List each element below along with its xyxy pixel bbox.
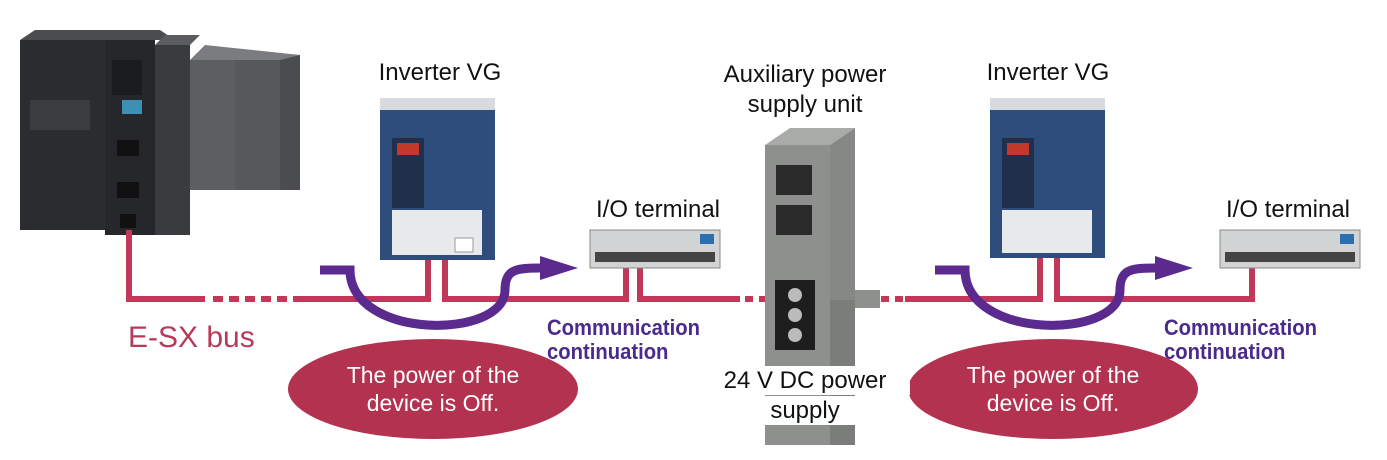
io-terminal-left [589, 229, 721, 269]
io-terminal-left-label: I/O terminal [595, 196, 721, 223]
power-off-right-line2: device is Off. [986, 390, 1120, 416]
aux-power-label-line1: Auxiliary power [723, 61, 887, 88]
comm-right-label-line1: Communication [1164, 315, 1317, 340]
aux-power-label-line2: supply unit [747, 91, 863, 118]
inverter-right [990, 98, 1105, 258]
power-off-right-line1: The power of the [966, 362, 1140, 388]
plc-controller [20, 30, 300, 235]
comm-right-label-line2: continuation [1164, 339, 1286, 364]
io-terminal-right-label: I/O terminal [1225, 196, 1351, 223]
power-off-left-line1: The power of the [346, 362, 520, 388]
dc-power-label-line2: supply [700, 396, 910, 425]
comm-arrow-right [935, 256, 1193, 330]
e-sx-bus-label: E-SX bus [128, 321, 255, 354]
power-off-ellipse-left [288, 339, 578, 439]
comm-left-label-line2: continuation [547, 339, 669, 364]
comm-left-label-line1: Communication [547, 315, 700, 340]
aux-power-supply-unit [765, 128, 880, 445]
dc-power-label-line1: 24 V DC power [700, 366, 910, 395]
power-off-left-line2: device is Off. [366, 390, 500, 416]
power-off-ellipse-right [908, 339, 1198, 439]
comm-arrow-left [320, 256, 578, 330]
inverter-left-label: Inverter VG [378, 59, 502, 86]
io-terminal-right [1219, 229, 1361, 269]
inverter-left [380, 98, 495, 260]
inverter-right-label: Inverter VG [986, 59, 1110, 86]
